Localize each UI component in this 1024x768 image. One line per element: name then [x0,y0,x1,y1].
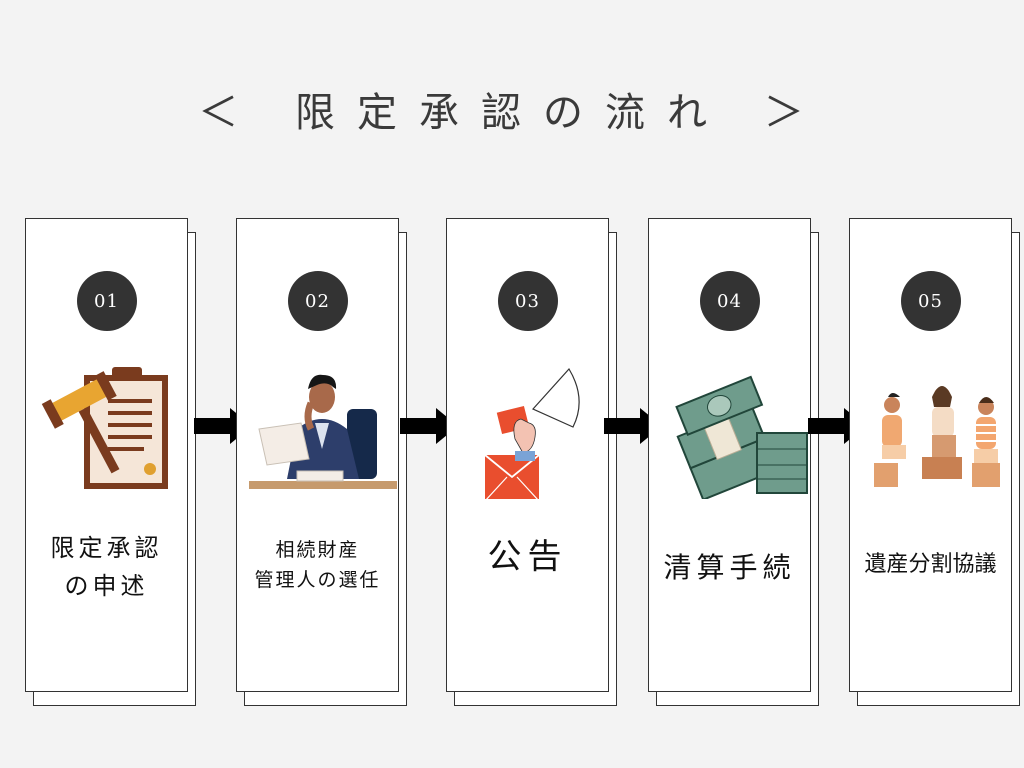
step-label-line: 限定承認 [50,534,163,562]
step-label-line: 管理人の選任 [254,569,381,591]
card-face: 05 遺産分割協議 [849,218,1012,692]
step-card-5: 05 遺産分割協議 [849,218,1020,706]
step-number-badge: 03 [497,271,558,331]
megaphone-envelope-icon [484,367,580,499]
card-face: 04 清算手続 [648,218,811,692]
card-face: 01 限定承認 の申述 [25,218,188,692]
card-face: 02 相続財産 管理人の選任 [236,218,399,692]
step-card-3: 03 公告 [446,218,617,706]
page-title: ＜ 限定承認の流れ ＞ [198,90,826,136]
step-number-badge: 01 [76,271,137,331]
people-meeting-icon [874,386,1000,487]
card-face: 03 公告 [446,218,609,692]
arrow-right-icon [400,408,458,444]
step-label-line: の申述 [64,572,149,600]
step-card-1: 01 限定承認 の申述 [25,218,196,706]
businessman-phone-icon [249,374,397,489]
step-label-line: 公告 [487,537,568,577]
step-number-badge: 04 [699,271,760,331]
gavel-document-icon [41,367,168,489]
step-number-badge: 02 [287,271,348,331]
step-label-line: 相続財産 [275,539,360,561]
step-label-line: 遺産分割協議 [864,552,997,577]
step-card-2: 02 相続財産 管理人の選任 [236,218,407,706]
arrow-right-icon [604,408,662,444]
step-label-line: 清算手続 [663,551,796,584]
step-card-4: 04 清算手続 [648,218,819,706]
step-number-badge: 05 [900,271,961,331]
money-stack-icon [675,375,808,499]
